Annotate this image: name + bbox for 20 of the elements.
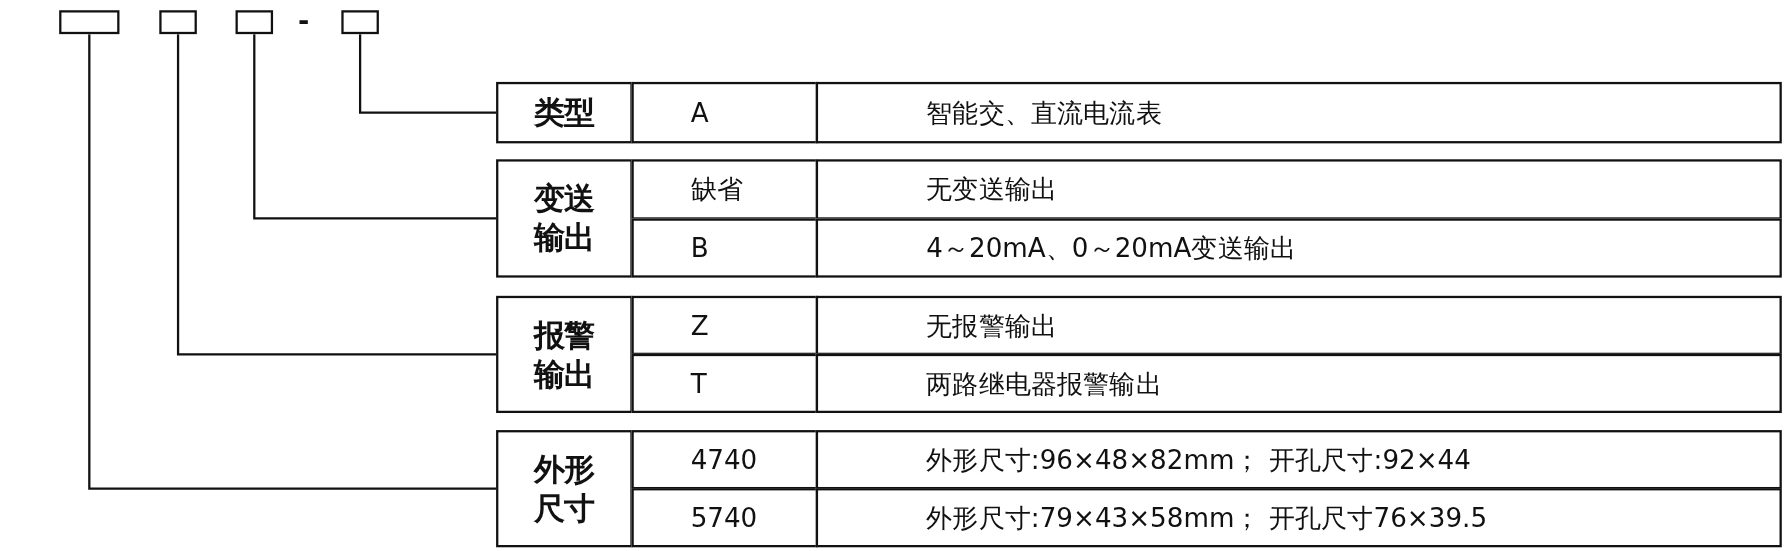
category-header-cell: 外形尺寸	[496, 430, 633, 548]
category-header-cell: 类型	[496, 81, 633, 144]
leader-line	[253, 34, 497, 220]
leader-line	[176, 34, 497, 356]
option-description-cell: 外形尺寸:79×43×58mm； 开孔尺寸76×39.5	[815, 488, 1782, 548]
option-description-cell: 无变送输出	[815, 159, 1782, 220]
code-slot-box	[235, 10, 274, 35]
option-description-cell: 两路继电器报警输出	[815, 353, 1782, 413]
leader-line	[358, 34, 497, 114]
code-slot-box	[341, 10, 379, 35]
code-slot-box	[159, 10, 197, 35]
code-slot-box	[59, 10, 120, 35]
option-description-cell: 无报警输出	[815, 295, 1782, 355]
leader-line	[88, 34, 497, 490]
option-description-cell: 智能交、直流电流表	[815, 81, 1782, 144]
category-header-cell: 报警输出	[496, 295, 633, 413]
separator-dash: -	[298, 4, 310, 37]
category-header-cell: 变送输出	[496, 159, 633, 278]
option-description-cell: 外形尺寸:96×48×82mm； 开孔尺寸:92×44	[815, 430, 1782, 490]
option-description-cell: 4～20mA、0～20mA变送输出	[815, 218, 1782, 278]
